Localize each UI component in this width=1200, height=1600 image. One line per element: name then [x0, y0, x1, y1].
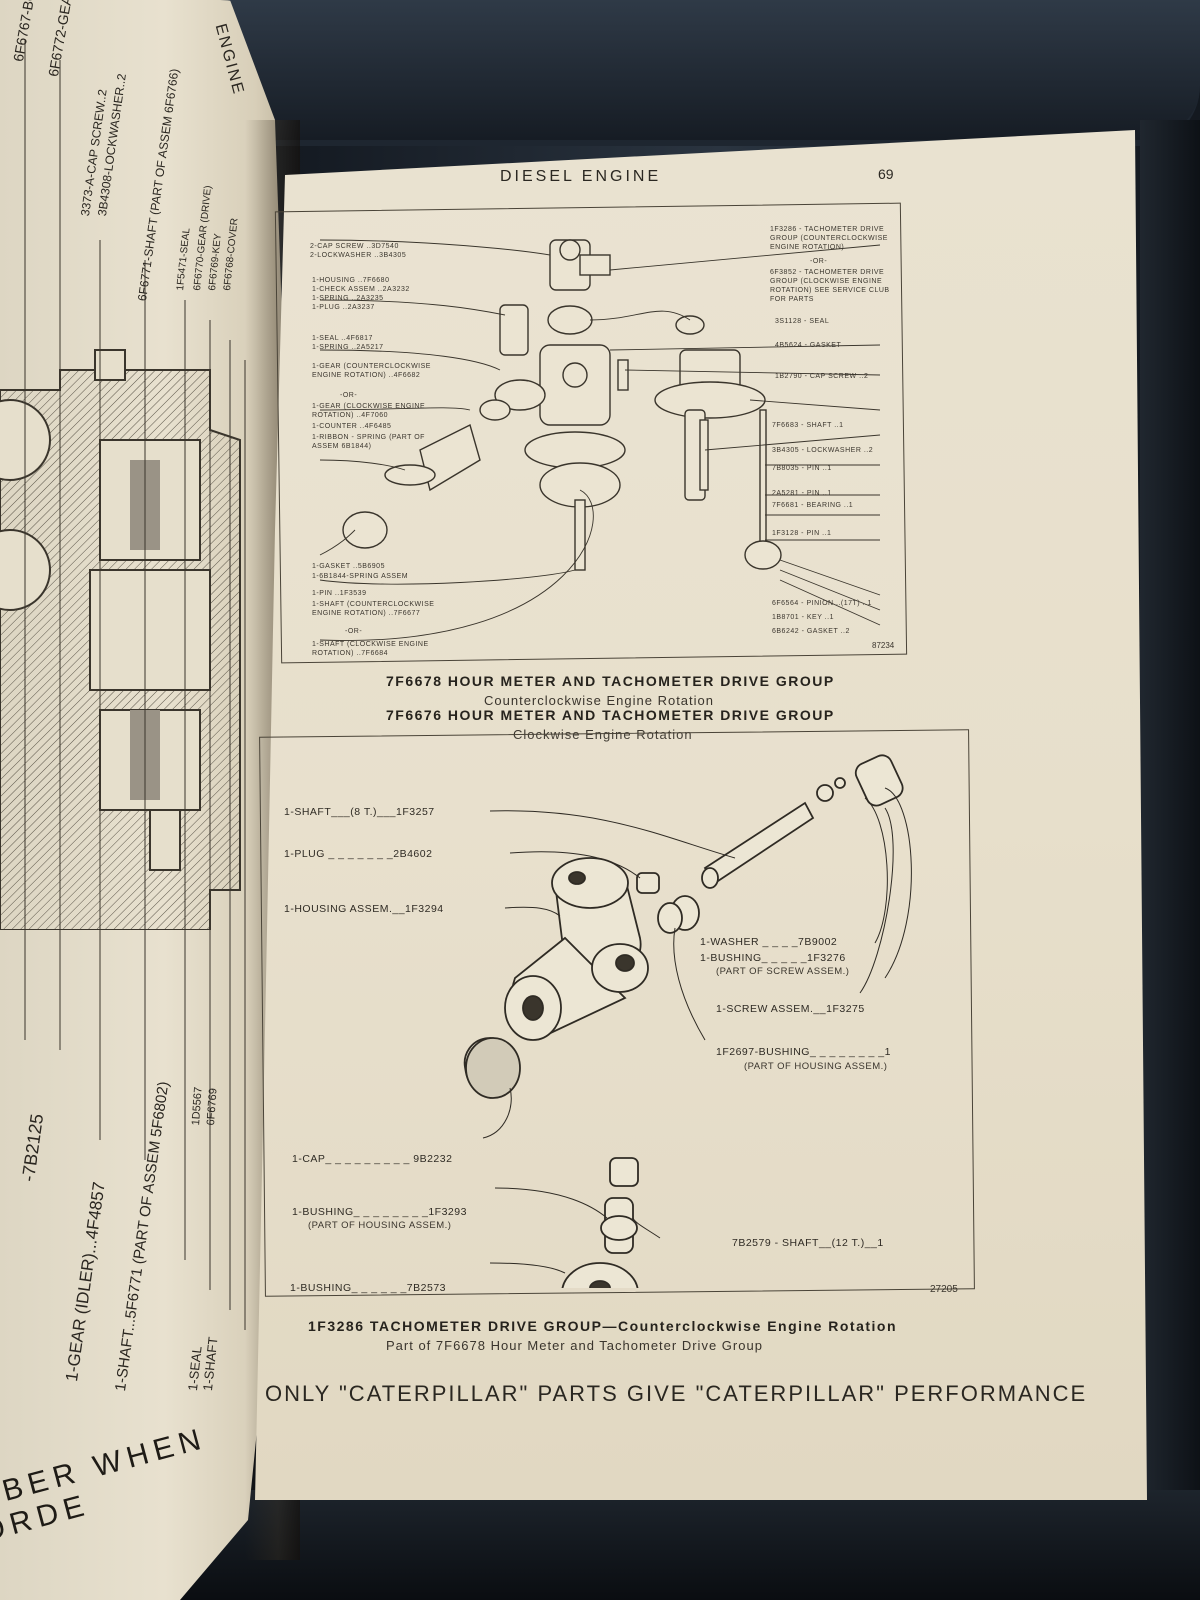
- fig2-label-shaft: 1-SHAFT___(8 T.)___1F3257: [284, 806, 435, 818]
- fig2-label-bushing-c-note: (PART OF HOUSING ASSEM.): [308, 1220, 452, 1231]
- fig2-label-washer: 1-WASHER _ _ _ _7B9002: [700, 936, 838, 948]
- fig1-label-lockwasher-r: 3B4305 - LOCKWASHER ..2: [772, 447, 874, 454]
- figure-2-exploded-drawing: [463, 754, 912, 1288]
- fig1-label-or-1: -OR-: [340, 392, 358, 399]
- fig1-label-seal-r: 3S1128 - SEAL: [775, 318, 830, 325]
- fig2-label-bushing-a: 1-BUSHING_ _ _ _ _1F3276: [700, 952, 846, 964]
- fig1-label-spring: 1-SPRING ..2A3235: [312, 295, 384, 302]
- fig2-label-plug: 1-PLUG _ _ _ _ _ _ _2B4602: [284, 848, 433, 860]
- fig1-label-tach-drive-cw: 6F3852 - TACHOMETER DRIVE GROUP (CLOCKWI…: [770, 269, 890, 303]
- fig2-label-housing: 1-HOUSING ASSEM.__1F3294: [284, 903, 444, 915]
- page-footer-slogan: ONLY "CATERPILLAR" PARTS GIVE "CATERPILL…: [265, 1381, 1088, 1406]
- fig1-label-lockwasher: 2-LOCKWASHER ..3B4305: [310, 252, 407, 259]
- fig1-label-spring-2: 1-SPRING ..2A5217: [312, 344, 384, 351]
- fig1-label-cap-screw-r: 1B2790 - CAP SCREW ..2: [775, 373, 869, 380]
- fig1-label-pin-r: 7B8035 - PIN ..1: [772, 465, 832, 472]
- fig1-label-tach-drive-ccw: 1F3286 - TACHOMETER DRIVE GROUP (COUNTER…: [770, 226, 888, 251]
- fig1-label-pin: 1-PIN ..1F3539: [312, 590, 367, 597]
- figure-2-caption-title: 1F3286 TACHOMETER DRIVE GROUP—Counterclo…: [308, 1318, 898, 1334]
- fig2-label-bushing-b: 1F2697-BUSHING_ _ _ _ _ _ _ _1: [716, 1046, 891, 1058]
- fig1-label-gear-cw: 1-GEAR (CLOCKWISE ENGINE ROTATION) ..4F7…: [312, 403, 426, 419]
- fig1-label-counter: 1-COUNTER ..4F6485: [312, 423, 392, 430]
- fig1-label-pin-r3: 1F3128 - PIN ..1: [772, 530, 832, 537]
- case-rim: [150, 0, 1200, 146]
- figure-2-number: 27205: [930, 1284, 958, 1295]
- fig1-label-seal: 1-SEAL ..4F6817: [312, 335, 373, 342]
- figure-1-caption-sub-2: Clockwise Engine Rotation: [513, 727, 693, 742]
- fig1-label-shaft-ccw: 1-SHAFT (COUNTERCLOCKWISE ENGINE ROTATIO…: [312, 601, 435, 617]
- fig2-label-cap: 1-CAP_ _ _ _ _ _ _ _ _ 9B2232: [292, 1153, 453, 1165]
- fig1-label-ribbon-spring: 1-RIBBON - SPRING (PART OF ASSEM 6B1844): [312, 434, 425, 450]
- case-edge-right: [1140, 120, 1200, 1600]
- fig1-label-key-r: 1B8701 - KEY ..1: [772, 614, 834, 621]
- fig1-label-housing: 1-HOUSING ..7F6680: [312, 277, 390, 284]
- fig1-label-check-assem: 1-CHECK ASSEM ..2A3232: [312, 286, 410, 293]
- figure-1-caption-title-2: 7F6676 HOUR METER AND TACHOMETER DRIVE G…: [386, 707, 835, 723]
- fig2-label-bushing-a-note: (PART OF SCREW ASSEM.): [716, 966, 850, 977]
- figure-1-number: 87234: [872, 641, 895, 650]
- figure-1-caption-title-1: 7F6678 HOUR METER AND TACHOMETER DRIVE G…: [386, 673, 835, 689]
- figure-2-caption-sub: Part of 7F6678 Hour Meter and Tachometer…: [386, 1338, 763, 1353]
- figure-1-caption-sub-1: Counterclockwise Engine Rotation: [484, 693, 714, 708]
- fig1-label-pinion: 6F6564 - PINION ..(17T) ..1: [772, 600, 872, 607]
- page-header: DIESEL ENGINE: [500, 168, 662, 185]
- fig1-label-bearing: 7F6681 - BEARING ..1: [772, 502, 854, 509]
- fig1-label-shaft-r: 7F6683 - SHAFT ..1: [772, 422, 844, 429]
- fig1-label-or-2: -OR-: [345, 628, 363, 635]
- fig2-label-bushing-b-note: (PART OF HOUSING ASSEM.): [744, 1061, 888, 1072]
- fig1-label-cap-screw: 2-CAP SCREW ..3D7540: [310, 243, 399, 250]
- page-number: 69: [878, 166, 894, 182]
- fig1-label-plug: 1-PLUG ..2A3237: [312, 304, 375, 311]
- fig1-label-gasket: 1-GASKET ..5B6905: [312, 563, 385, 570]
- fig1-label-gasket-r2: 6B6242 - GASKET ..2: [772, 628, 850, 635]
- fig2-label-bushing-c: 1-BUSHING_ _ _ _ _ _ _ _1F3293: [292, 1206, 467, 1218]
- fig2-label-bushing-d: 1-BUSHING_ _ _ _ _ _7B2573: [290, 1282, 447, 1294]
- fig1-label-spring-assem: 1-6B1844-SPRING ASSEM: [312, 573, 409, 580]
- fig1-label-gasket-r: 4B5624 - GASKET: [775, 342, 842, 349]
- fig2-label-shaft-2: 7B2579 - SHAFT__(12 T.)__1: [732, 1237, 884, 1249]
- fig1-label-gear-ccw: 1-GEAR (COUNTERCLOCKWISE ENGINE ROTATION…: [312, 363, 431, 379]
- fig1-label-or-3: -OR-: [810, 258, 828, 265]
- fig1-label-shaft-cw: 1-SHAFT (CLOCKWISE ENGINE ROTATION) ..7F…: [312, 641, 429, 657]
- figure-1-exploded-drawing: [319, 239, 881, 641]
- fig2-label-screw: 1-SCREW ASSEM.__1F3275: [716, 1003, 865, 1015]
- fig1-label-pin-r2: 2A5281 - PIN ..1: [772, 490, 832, 497]
- left-page-leader-lines: [24, 40, 246, 1330]
